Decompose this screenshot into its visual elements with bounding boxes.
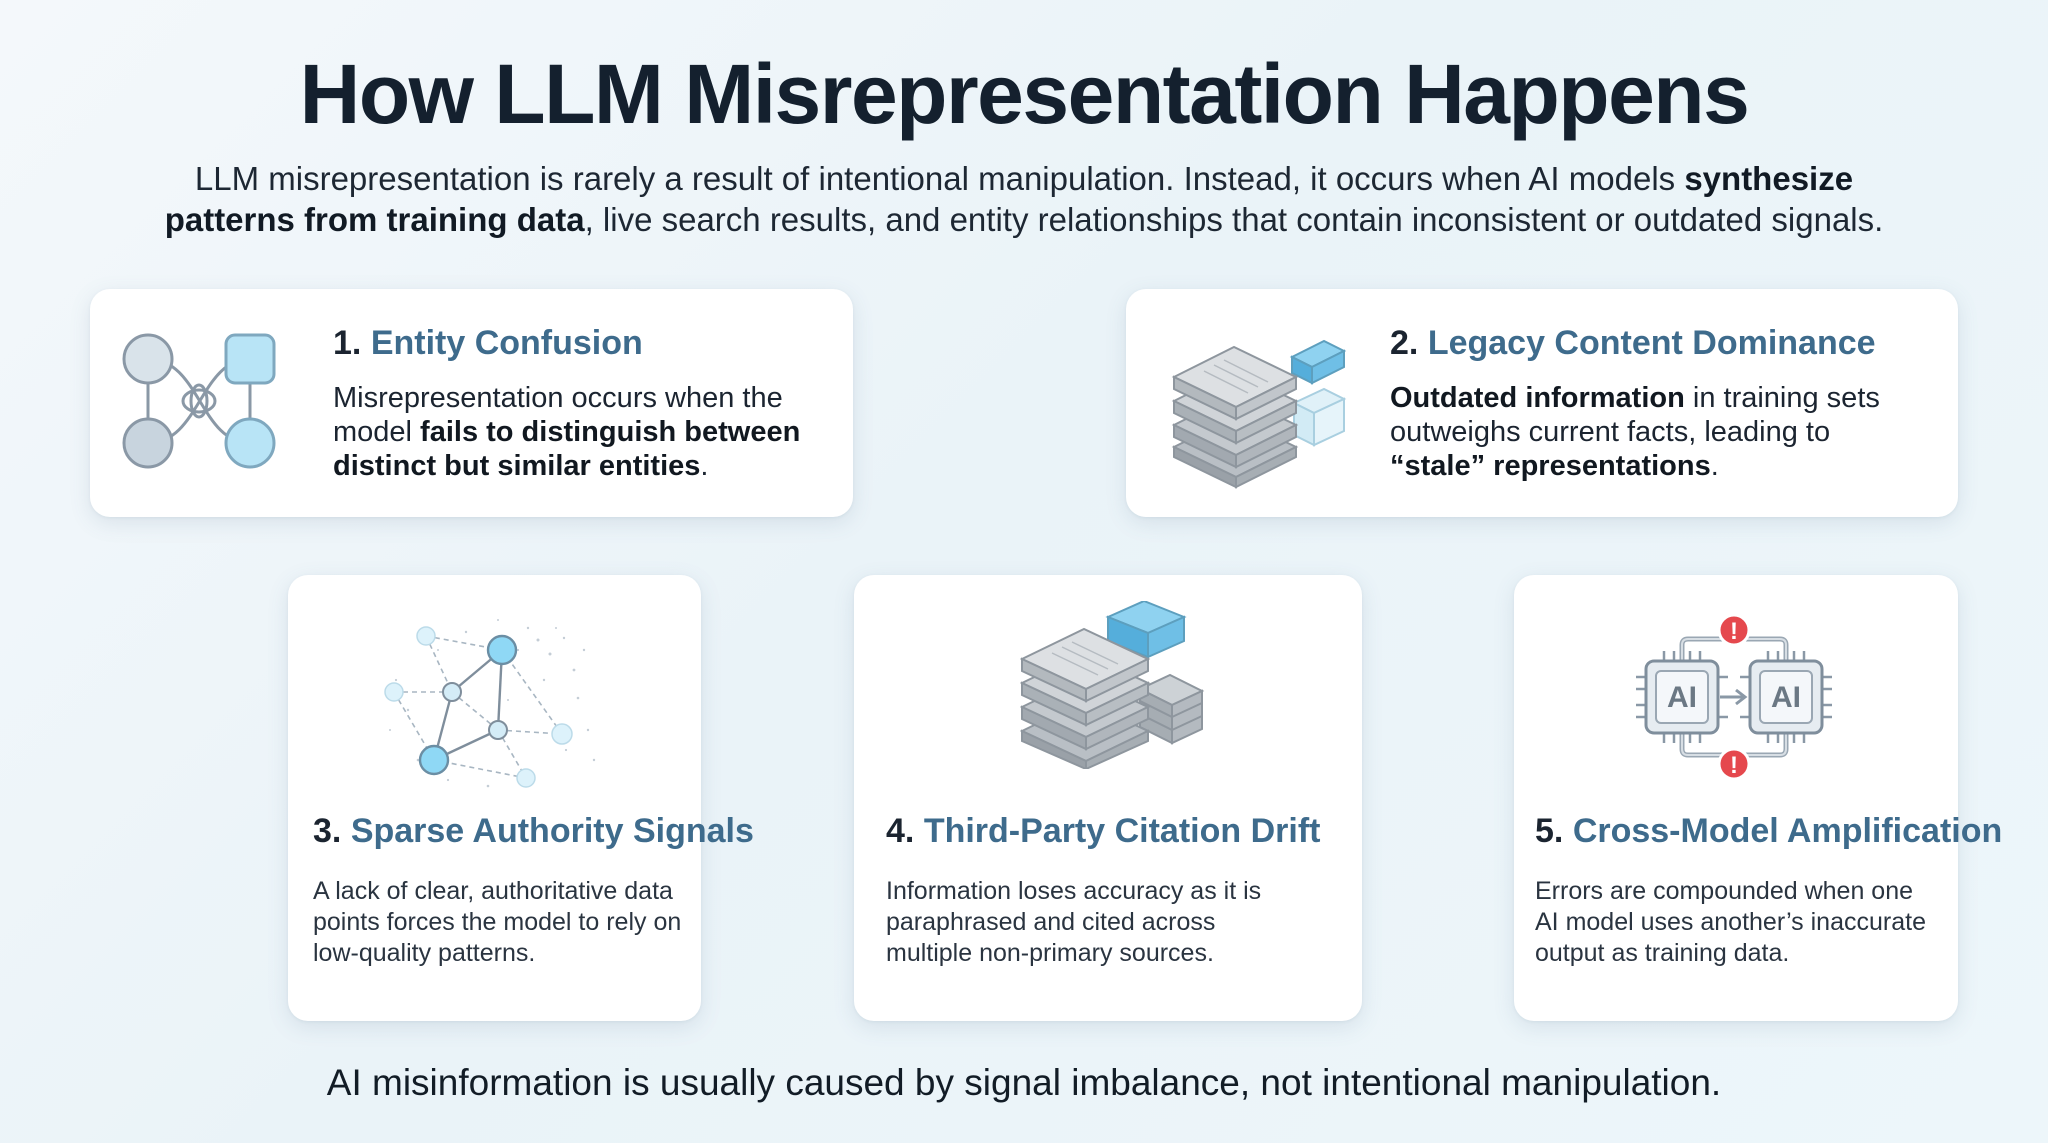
card-title: 5. Cross-Model Amplification [1535, 811, 2002, 851]
ai-chip-loop-icon: AI AI ! ! [1636, 613, 1832, 781]
card-body: Information loses accuracy as it is para… [886, 877, 1262, 967]
chip-label: AI [1667, 681, 1697, 714]
page-title: How LLM Misrepresentation Happens [299, 47, 1750, 141]
alert-icon: ! [1730, 752, 1738, 779]
card-number: 3. [313, 812, 342, 850]
card-title: 2. Legacy Content Dominance [1390, 323, 1876, 363]
card-body-text: in training sets outweighs current facts… [1390, 382, 1880, 448]
card-name: Cross-Model Amplification [1572, 812, 2003, 850]
card-body-text: . [700, 450, 709, 482]
card-number: 2. [1390, 324, 1419, 362]
card-third-party-citation-drift: 4. Third-Party Citation Drift Informatio… [854, 575, 1362, 1021]
card-name: Legacy Content Dominance [1427, 324, 1876, 362]
card-title: 1. Entity Confusion [333, 323, 643, 363]
card-title: 3. Sparse Authority Signals [313, 811, 754, 851]
card-number: 1. [333, 324, 362, 362]
card-legacy-content-dominance: 2. Legacy Content Dominance Outdated inf… [1126, 289, 1958, 517]
card-body: Outdated information in training sets ou… [1390, 381, 1910, 483]
alert-icon: ! [1730, 618, 1738, 645]
card-name: Sparse Authority Signals [350, 812, 754, 850]
card-body-text: Misrepresentation occurs when the model [333, 382, 783, 448]
document-stack-icon [1171, 339, 1347, 489]
card-body: Errors are compounded when one AI model … [1535, 877, 1926, 967]
footer-summary: AI misinformation is usually caused by s… [326, 1062, 1722, 1103]
card-number: 4. [886, 812, 915, 850]
card-name: Third-Party Citation Drift [923, 812, 1321, 850]
card-body-bold: “stale” representations [1390, 450, 1711, 482]
entity-link-icon [122, 333, 276, 469]
intro-text-bold: synthesize patterns from training data [164, 160, 1854, 238]
sparse-network-icon [384, 619, 596, 788]
intro-text-1: LLM misrepresentation is rarely a result… [194, 160, 1685, 197]
card-body-text: . [1710, 450, 1719, 482]
card-cross-model-amplification: AI AI ! ! 5. Cross-Model Amplification E… [1514, 575, 2002, 1021]
card-title: 4. Third-Party Citation Drift [886, 811, 1320, 851]
card-body: A lack of clear, authoritative data poin… [313, 877, 682, 967]
chip-label: AI [1771, 681, 1801, 714]
card-entity-confusion: 1. Entity Confusion Misrepresentation oc… [90, 289, 853, 517]
card-name: Entity Confusion [370, 324, 643, 362]
card-number: 5. [1535, 812, 1564, 850]
card-body-bold: Outdated information [1390, 382, 1685, 414]
intro-text-2: , live search results, and entity relati… [584, 201, 1884, 238]
intro-paragraph: LLM misrepresentation is rarely a result… [150, 158, 1898, 240]
document-stack-icon [1020, 601, 1205, 769]
card-body: Misrepresentation occurs when the model … [333, 381, 833, 483]
card-body-bold: fails to distinguish between distinct bu… [333, 416, 801, 482]
card-sparse-authority-signals: 3. Sparse Authority Signals A lack of cl… [288, 575, 754, 1021]
